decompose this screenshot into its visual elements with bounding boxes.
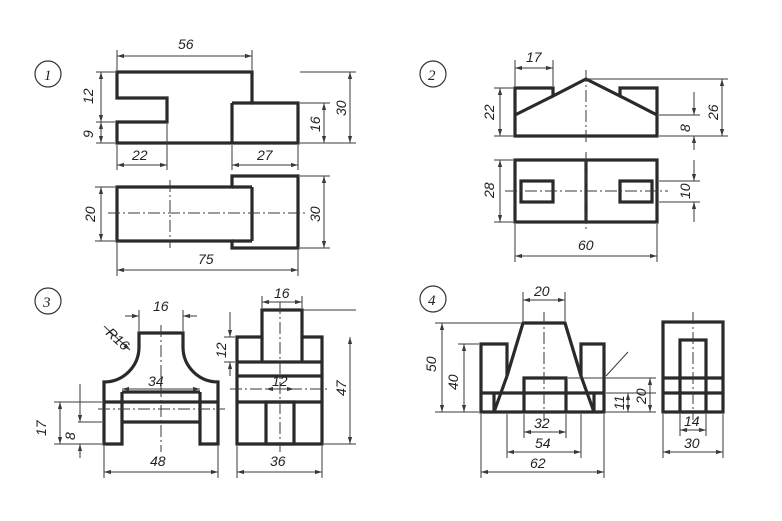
figure-4-number-circle bbox=[419, 285, 447, 313]
dim-56: 56 bbox=[178, 36, 194, 52]
dim-8: 8 bbox=[677, 124, 693, 132]
dim-30: 30 bbox=[684, 435, 700, 451]
figure-1-top-view bbox=[115, 70, 300, 145]
dim-30-top: 30 bbox=[333, 100, 349, 116]
dim-28: 28 bbox=[481, 182, 497, 199]
figure-2-top-view bbox=[505, 152, 668, 230]
dim-14: 14 bbox=[684, 413, 700, 429]
dim-17: 17 bbox=[526, 49, 543, 65]
dim-26: 26 bbox=[705, 104, 721, 121]
dim-20-side: 20 bbox=[633, 388, 649, 405]
dim-62: 62 bbox=[530, 455, 546, 471]
figure-4-side-view bbox=[661, 312, 725, 420]
dim-36: 36 bbox=[270, 453, 286, 469]
dim-54: 54 bbox=[535, 435, 551, 451]
dim-20-top: 20 bbox=[533, 283, 550, 299]
figure-2-dimensions: 17 22 26 8 28 10 60 bbox=[481, 49, 728, 262]
dim-12-b: 12 bbox=[272, 373, 288, 389]
dim-27: 27 bbox=[256, 147, 274, 163]
figure-4: 4 20 50 bbox=[419, 283, 725, 478]
figure-1-number-circle bbox=[34, 60, 62, 88]
dim-16: 16 bbox=[307, 116, 323, 132]
figure-1: 1 56 12 9 bbox=[34, 36, 356, 276]
figure-4-number: 4 bbox=[428, 293, 436, 309]
figure-2-number: 2 bbox=[428, 68, 436, 84]
figure-1-front-view bbox=[108, 174, 305, 250]
figure-3-number-circle bbox=[34, 287, 62, 315]
dim-22-left: 22 bbox=[481, 104, 497, 121]
figure-1-number: 1 bbox=[44, 68, 52, 84]
dim-47: 47 bbox=[333, 379, 349, 396]
dim-9: 9 bbox=[80, 130, 96, 138]
dim-30-front: 30 bbox=[307, 206, 323, 222]
figure-3-side-view bbox=[230, 302, 330, 452]
dim-48: 48 bbox=[150, 453, 166, 469]
dim-40: 40 bbox=[445, 374, 461, 390]
figure-4-dimensions: 20 50 40 11 20 32 54 bbox=[423, 283, 724, 478]
dim-34: 34 bbox=[148, 373, 164, 389]
dim-50: 50 bbox=[423, 356, 439, 372]
dim-16-a: 16 bbox=[153, 298, 169, 314]
dim-11: 11 bbox=[611, 395, 627, 410]
dim-12-a: 12 bbox=[213, 342, 229, 358]
dim-60: 60 bbox=[578, 237, 594, 253]
figure-3-dimensions: 16 R16 34 17 8 48 16 12 bbox=[33, 285, 356, 478]
figure-2-front-view bbox=[513, 70, 659, 145]
dim-32: 32 bbox=[534, 415, 550, 431]
dim-16-b: 16 bbox=[274, 285, 290, 301]
dim-8: 8 bbox=[62, 432, 78, 440]
figure-3: 3 16 R16 bbox=[33, 285, 356, 478]
figure-2-number-circle bbox=[419, 60, 447, 88]
dim-20: 20 bbox=[82, 206, 98, 223]
dim-12: 12 bbox=[80, 88, 96, 104]
dim-17: 17 bbox=[33, 419, 49, 436]
dim-75: 75 bbox=[198, 251, 214, 267]
figure-4-front-view bbox=[479, 312, 606, 420]
figure-3-number: 3 bbox=[42, 295, 51, 311]
figure-2: 2 17 22 26 bbox=[419, 49, 728, 262]
dim-10: 10 bbox=[677, 183, 693, 199]
dim-22: 22 bbox=[131, 147, 148, 163]
figure-1-dimensions: 56 12 9 30 16 22 27 bbox=[80, 36, 356, 276]
